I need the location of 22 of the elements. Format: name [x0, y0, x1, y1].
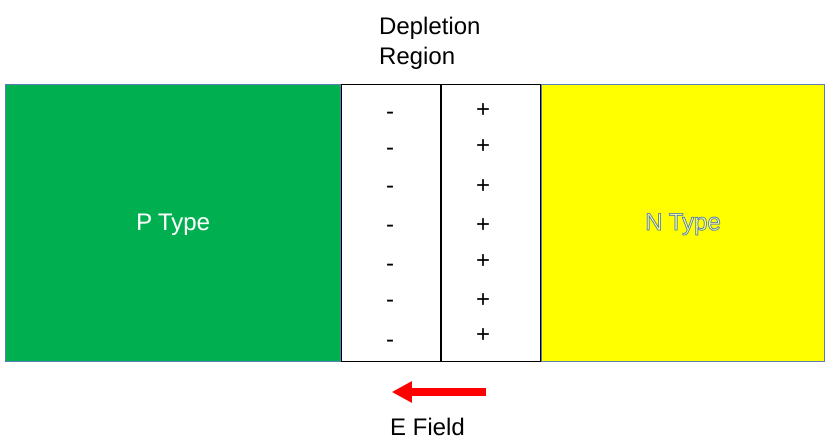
charge-sign: -	[386, 249, 394, 279]
charge-sign: -	[386, 285, 394, 315]
charge-sign: +	[476, 285, 490, 315]
charge-sign: -	[386, 171, 394, 201]
charge-sign: -	[386, 325, 394, 355]
charge-sign: -	[386, 210, 394, 240]
p-type-region	[5, 84, 341, 362]
charge-sign: +	[476, 320, 490, 350]
charge-sign: +	[476, 95, 490, 125]
region-label: P Type	[136, 208, 210, 238]
charge-sign: -	[386, 133, 394, 163]
charge-sign: +	[476, 171, 490, 201]
charge-sign: +	[476, 246, 490, 276]
n-type-region	[541, 84, 825, 362]
region-label: N Type	[645, 208, 721, 238]
field-label: E Field	[390, 413, 465, 440]
positive-charge-zone	[441, 84, 541, 362]
charge-sign: +	[476, 131, 490, 161]
charge-sign: +	[476, 210, 490, 240]
charge-sign: -	[386, 97, 394, 127]
region-heading: Depletion Region	[379, 12, 479, 72]
negative-charge-zone	[341, 84, 441, 362]
